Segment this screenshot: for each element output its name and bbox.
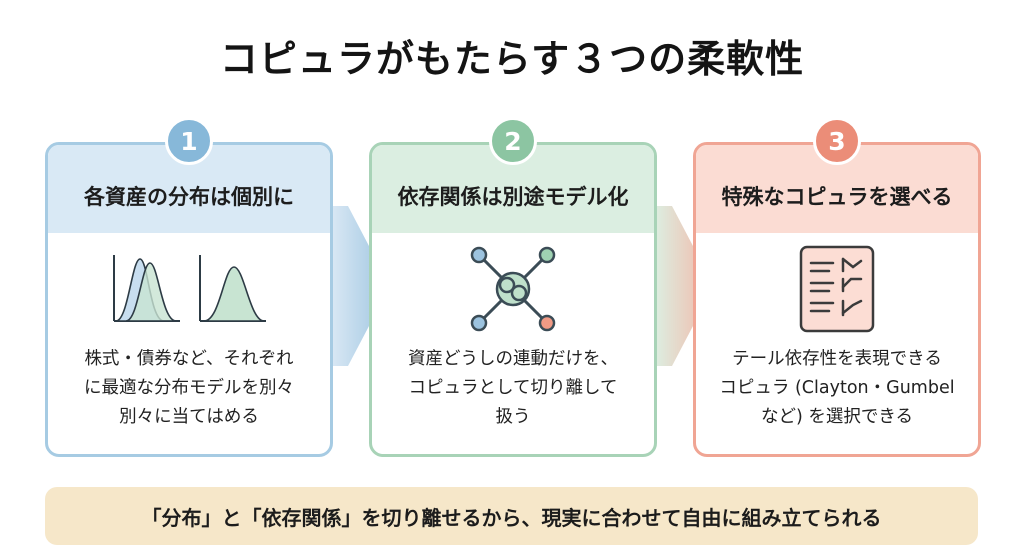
distribution-curves-icon: [113, 255, 266, 322]
step-number-badge: 1: [165, 117, 213, 165]
summary-banner: 「分布」と「依存関係」を切り離せるから、現実に合わせて自由に組み立てられる: [45, 487, 978, 545]
page-title: コピュラがもたらす３つの柔軟性: [219, 37, 805, 81]
checklist-document-icon: [799, 245, 875, 333]
arrow-right-icon: [330, 206, 390, 366]
card-special-copula: 特殊なコピュラを選べる テール依存性を表現できる コピュラ (Clayton・G…: [693, 142, 981, 457]
card-individual-distribution: 各資産の分布は個別に 株式・債券など、それぞれ に最適な分布モデルを別々 別々に…: [45, 142, 333, 457]
card-description: 資産どうしの連動だけを、 コピュラとして切り離して 扱う: [408, 349, 618, 427]
arrow-right-icon: [654, 206, 714, 366]
step-number-badge: 2: [489, 117, 537, 165]
step-number-badge: 3: [813, 117, 861, 165]
card-dependency-model: 依存関係は別途モデル化 資産どうしの連動だけを、 コピュラとして切り離して 扱う: [369, 142, 657, 457]
card-description: テール依存性を表現できる コピュラ (Clayton・Gumbel など) を選…: [719, 349, 955, 427]
card-description: 株式・債券など、それぞれ に最適な分布モデルを別々 別々に当てはめる: [84, 349, 294, 427]
linked-network-icon: [470, 246, 556, 332]
